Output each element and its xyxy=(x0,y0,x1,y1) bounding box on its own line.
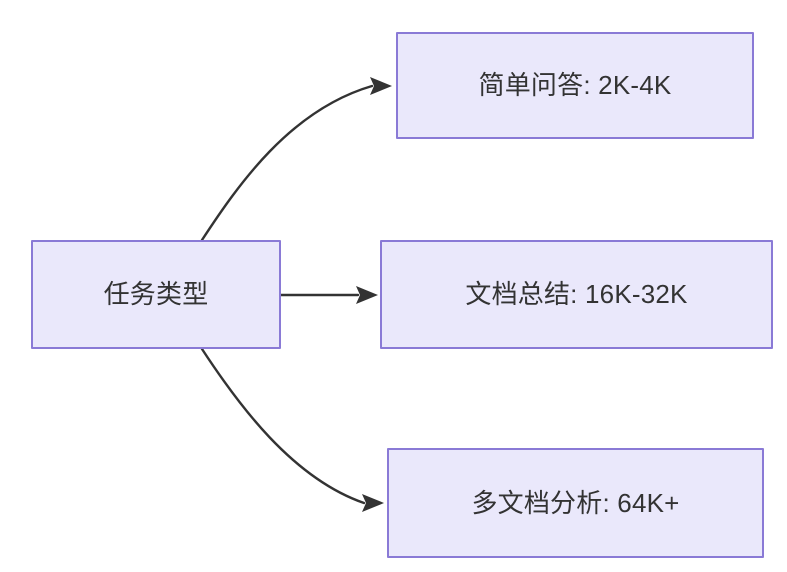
arrowhead-simple-qa xyxy=(370,77,392,95)
edge-path-root-to-simple-qa xyxy=(200,84,374,242)
node-task-type[interactable]: 任务类型 xyxy=(31,240,281,349)
edge-root-to-simple-qa xyxy=(200,77,392,242)
node-task-type-label: 任务类型 xyxy=(103,279,209,310)
edge-path-root-to-multi-doc xyxy=(200,347,366,505)
node-multi-doc-label: 多文档分析: 64K+ xyxy=(471,487,680,518)
arrowhead-doc-summary xyxy=(356,286,378,304)
node-multi-doc[interactable]: 多文档分析: 64K+ xyxy=(387,448,764,558)
node-simple-qa[interactable]: 简单问答: 2K-4K xyxy=(396,32,754,139)
node-doc-summary-label: 文档总结: 16K-32K xyxy=(465,279,688,310)
arrowhead-multi-doc xyxy=(362,494,384,512)
node-doc-summary[interactable]: 文档总结: 16K-32K xyxy=(380,240,773,349)
edge-root-to-doc-summary xyxy=(279,286,378,304)
node-simple-qa-label: 简单问答: 2K-4K xyxy=(478,70,672,101)
edge-root-to-multi-doc xyxy=(200,347,384,512)
